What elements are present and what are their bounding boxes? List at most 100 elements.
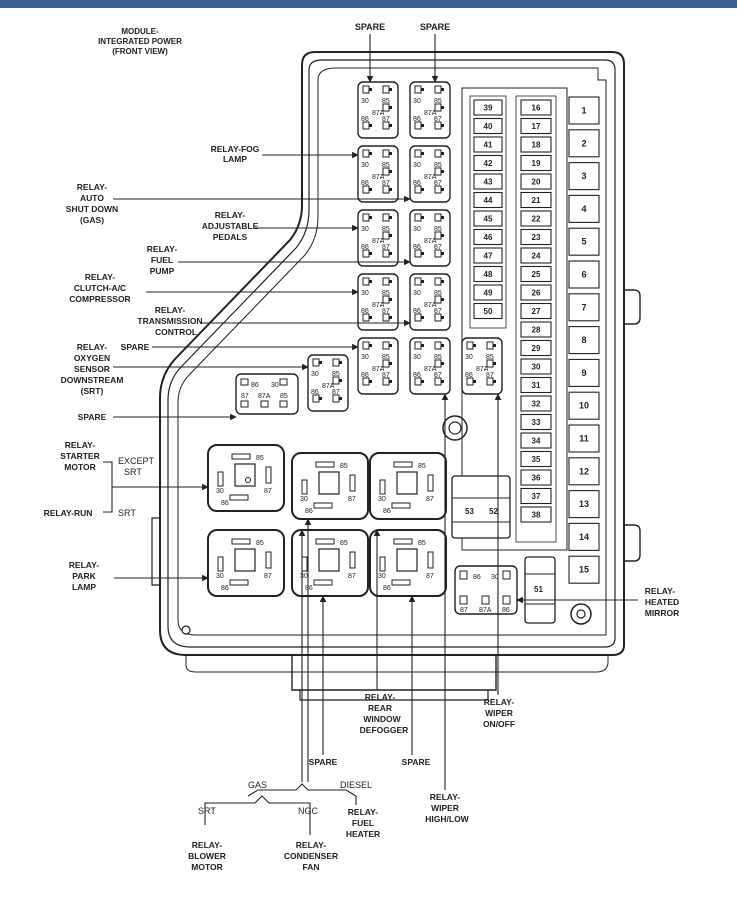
fuse-23: [520, 228, 552, 246]
pin-label: 85: [382, 98, 390, 105]
label-blower-1: RELAY-: [192, 840, 223, 850]
pin-label: 86: [361, 308, 369, 315]
label-rear-2: REAR: [368, 703, 392, 713]
pin-label: 86: [361, 180, 369, 187]
fuse-label-9: 9: [581, 368, 586, 378]
fuse-38: [520, 506, 552, 523]
fuse-label-29: 29: [532, 344, 541, 353]
fuse-label-53: 53: [465, 507, 474, 516]
pin-label: 85: [434, 226, 442, 233]
window-title-bar: [0, 0, 737, 8]
pin-label: 85: [340, 540, 348, 547]
title-line-3: (FRONT VIEW): [112, 47, 168, 56]
fuse-label-24: 24: [532, 252, 541, 261]
relay-run: [291, 452, 369, 520]
fuse-label-15: 15: [579, 565, 589, 575]
pin-label: 30: [361, 354, 369, 361]
fuse-14: [568, 522, 600, 551]
fuse-label-25: 25: [532, 270, 541, 279]
label-fuel-heater-1: RELAY-: [348, 807, 379, 817]
fuse-label-49: 49: [484, 289, 493, 298]
label-fuel-1: RELAY-: [147, 244, 178, 254]
label-gas: GAS: [248, 780, 267, 790]
label-relay-run: RELAY-RUN: [44, 508, 93, 518]
label-wiper-hl-3: HIGH/LOW: [425, 814, 469, 824]
label-srt: SRT: [118, 508, 136, 518]
label-fuel-3: PUMP: [150, 266, 175, 276]
fuse-label-5: 5: [581, 237, 586, 247]
label-spare-4: SPARE: [78, 412, 107, 422]
fuse-41: [473, 136, 503, 153]
pin-label: 85: [434, 98, 442, 105]
pin-label: 85: [434, 290, 442, 297]
pin-label: 85: [418, 540, 426, 547]
label-adj-2: ADJUSTABLE: [202, 221, 259, 231]
fuse-label-44: 44: [484, 196, 493, 205]
pin-label: 87: [348, 496, 356, 503]
fuse-label-1: 1: [581, 106, 586, 116]
pin-label: 87: [434, 116, 442, 123]
fuse-44: [473, 191, 503, 209]
fuse-25: [520, 265, 552, 283]
title-line-1: MODULE-: [121, 27, 159, 36]
fuse-53-52: 53 52: [451, 475, 511, 539]
pin-label: 87: [486, 372, 494, 379]
pin-label: 86: [361, 244, 369, 251]
label-wiper-onoff-1: RELAY-: [484, 697, 515, 707]
pin-label: 85: [382, 290, 390, 297]
callout-lines: [103, 34, 638, 835]
pin-label: 87A: [372, 110, 385, 117]
pin-label: 85: [418, 463, 426, 470]
label-heated-3: MIRROR: [645, 608, 679, 618]
fuse-label-48: 48: [484, 270, 493, 279]
pin-label: 87A: [424, 238, 437, 245]
label-fuel-heater-3: HEATER: [346, 829, 380, 839]
pin-label: 85: [382, 354, 390, 361]
fuse-label-4: 4: [581, 204, 586, 214]
fuse-label-52: 52: [489, 507, 498, 516]
fuse-28: [520, 321, 552, 338]
pin-label: 30: [361, 98, 369, 105]
fuse-4: [568, 194, 600, 223]
label-trans-2: TRANSMISSION: [137, 316, 202, 326]
fuse-label-32: 32: [532, 400, 541, 409]
pin-label: 87A: [424, 302, 437, 309]
fuse-label-7: 7: [581, 302, 586, 312]
label-asd-1: RELAY-: [77, 182, 108, 192]
fuse-48: [473, 265, 503, 283]
label-o2-5: (SRT): [81, 386, 104, 396]
relay-heated-mirror: 86 30 87 87A 86: [454, 565, 518, 615]
fuse-label-26: 26: [532, 289, 541, 298]
fuse-label-20: 20: [532, 178, 541, 187]
pin-label: 85: [256, 540, 264, 547]
label-except-1: EXCEPT: [118, 456, 155, 466]
fuse-32: [520, 395, 552, 412]
fuse-label-14: 14: [579, 532, 589, 542]
fuse-label-47: 47: [484, 252, 493, 261]
pin-label: 85: [486, 354, 494, 361]
label-starter-2: STARTER: [60, 451, 100, 461]
label-srt-bottom: SRT: [198, 806, 216, 816]
fuse-label-40: 40: [484, 122, 493, 131]
fuse-label-43: 43: [484, 178, 493, 187]
label-fuel-2: FUEL: [151, 255, 173, 265]
fuse-label-50: 50: [484, 307, 493, 316]
label-starter-3: MOTOR: [64, 462, 95, 472]
pin-label: 30: [300, 573, 308, 580]
label-diesel: DIESEL: [340, 780, 372, 790]
fuse-34: [520, 432, 552, 449]
pin-label: 87: [382, 116, 390, 123]
pin-label: 85: [280, 393, 288, 400]
pin-label: 30: [311, 371, 319, 378]
pin-label: 30: [413, 354, 421, 361]
label-blower-3: MOTOR: [191, 862, 222, 872]
pin-label: 87: [264, 573, 272, 580]
label-o2-1: RELAY-: [77, 342, 108, 352]
pin-label: 30: [378, 496, 386, 503]
fuse-26: [520, 284, 552, 301]
label-spare-1: SPARE: [355, 22, 385, 32]
pin-label: 87: [348, 573, 356, 580]
label-asd-4: (GAS): [80, 215, 104, 225]
fuse-label-37: 37: [532, 492, 541, 501]
pin-label: 86: [465, 372, 473, 379]
